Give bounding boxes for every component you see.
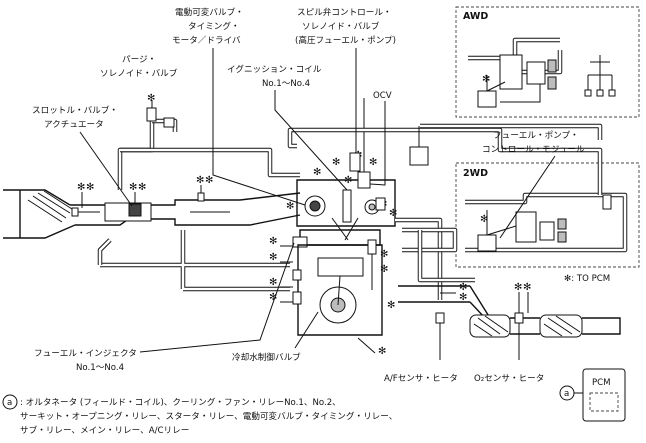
intake-sensor-2 <box>197 192 205 202</box>
svg-text:✻: ✻ <box>459 282 467 293</box>
purge-valve-label-1: パージ・ <box>122 54 156 65</box>
svg-text:✻: ✻ <box>344 175 352 186</box>
pcm-box <box>582 368 626 422</box>
injector-label-2: No.1〜No.4 <box>76 363 124 373</box>
injector-label-1: フューエル・インジェクタ <box>34 348 137 359</box>
throttle-body <box>128 203 142 217</box>
fuel-pump-module-label-1: フューエル・ポンプ・ <box>493 130 579 141</box>
footnote: a : オルタネータ (フィールド・コイル)、クーリング・ファン・リレーNo.1… <box>2 394 397 436</box>
svg-text:✻: ✻ <box>205 175 213 186</box>
engine-block <box>292 179 396 336</box>
engine-pcm-marks: ✻ ✻ ✻ ✻ ✻ ✻ ✻ ✻ ✻ ✻ ✻ ✻ ✻ ✻ ✻ ✻ <box>269 150 397 357</box>
ocv-valve <box>357 171 371 189</box>
head-components <box>349 98 386 211</box>
svg-text:✻: ✻ <box>286 201 294 212</box>
callout-labels: 電動可変バルブ・ タイミング・ モータ／ドライバ スピル弁コントロール・ ソレノ… <box>32 6 610 384</box>
purge-valve <box>146 107 157 122</box>
af-sensor-label: A/Fセンサ・ヒータ <box>384 373 458 384</box>
svg-text:✻: ✻ <box>138 182 146 193</box>
fuel-filter <box>409 146 429 166</box>
canister <box>163 117 175 128</box>
svg-text:✻: ✻ <box>269 292 277 303</box>
svg-text:✻: ✻ <box>196 175 204 186</box>
vvt-motor-label-1: 電動可変バルブ・ <box>175 6 244 18</box>
svg-text:✻: ✻ <box>480 214 488 225</box>
twod-pump-assembly: ✻ <box>465 192 628 253</box>
twod-label: 2WD <box>463 168 488 179</box>
fuel-lines <box>287 123 603 195</box>
footnote-line-1: : オルタネータ (フィールド・コイル)、クーリング・ファン・リレーNo.1、N… <box>20 396 341 408</box>
awd-section: AWD ✻ <box>455 6 640 118</box>
to-pcm-legend: ✻: TO PCM <box>564 274 610 284</box>
pcm-unit: PCM a <box>559 368 626 422</box>
o2-sensor-label: O₂センサ・ヒータ <box>474 373 544 384</box>
svg-text:✻: ✻ <box>514 282 522 293</box>
svg-text:✻: ✻ <box>269 252 277 263</box>
o2-sensor <box>514 312 524 324</box>
fuel-pump-module-label-2: コントロール・モジュール <box>482 145 585 155</box>
twod-frame <box>455 162 640 268</box>
awd-label: AWD <box>463 11 488 22</box>
footnote-circle-a <box>2 394 18 410</box>
svg-text:✻: ✻ <box>369 157 377 168</box>
throttle-label-2: アクチュエータ <box>44 119 104 130</box>
svg-text:✻: ✻ <box>332 157 340 168</box>
svg-text:✻: ✻ <box>378 346 386 357</box>
injector-body <box>292 236 308 248</box>
svg-text:✻: ✻ <box>269 236 277 247</box>
svg-text:✻: ✻ <box>77 182 85 193</box>
catalyst-2 <box>539 314 583 338</box>
awd-pump-assembly: ✻ <box>468 37 616 108</box>
svg-text:✻: ✻ <box>389 208 397 219</box>
vvt-motor-label-3: モータ／ドライバ <box>172 35 241 46</box>
engine-lower-block <box>297 244 383 336</box>
intake-pipe: ✻ ✻ ✻ ✻ ✻ ✻ <box>3 175 301 292</box>
svg-text:✻: ✻ <box>482 74 490 85</box>
footnote-line-2: サーキット・オープニング・リレー、スタータ・リレー、電動可変バルブ・タイミング・… <box>20 410 397 422</box>
pcm-label: PCM <box>592 378 611 388</box>
piston <box>317 257 364 277</box>
spill-valve-label-1: スピル弁コントロール・ <box>297 6 392 18</box>
svg-text:✻: ✻ <box>147 93 155 104</box>
ignition-coil-label-1: イグニッション・コイル <box>227 63 322 75</box>
svg-text:✻: ✻ <box>459 292 467 303</box>
svg-text:✻: ✻ <box>86 182 94 193</box>
ignition-coil-label-2: No.1〜No.4 <box>262 79 310 89</box>
awd-frame <box>455 6 640 118</box>
svg-text:a: a <box>564 389 569 399</box>
catalyst-1 <box>469 314 511 338</box>
svg-text:✻: ✻ <box>269 277 277 288</box>
purge-valve-label-2: ソレノイド・バルブ <box>100 67 178 79</box>
af-sensor <box>435 312 445 324</box>
svg-text:✻: ✻ <box>523 282 531 293</box>
footnote-line-3: サブ・リレー、メイン・リレー、A/Cリレー <box>20 424 189 436</box>
svg-text:✻: ✻ <box>380 264 388 275</box>
vvt-motor <box>375 197 386 211</box>
svg-text:a: a <box>7 398 12 408</box>
throttle-label-1: スロットル・バルブ・ <box>32 104 118 116</box>
spill-valve-label-3: (高圧フューエル・ポンプ) <box>295 34 396 46</box>
twod-section: 2WD ✻ <box>455 162 640 268</box>
purge-system: ✻ <box>117 93 300 190</box>
svg-text:✻: ✻ <box>313 167 321 178</box>
vvt-motor-label-2: タイミング・ <box>188 20 240 32</box>
spill-valve <box>349 152 361 172</box>
exhaust-system: ✻ ✻ ✻ ✻ <box>395 217 621 360</box>
svg-text:✻: ✻ <box>387 300 395 311</box>
svg-text:✻: ✻ <box>129 182 137 193</box>
intake-sensor-1 <box>71 207 79 217</box>
spill-valve-label-2: ソレノイド・バルブ <box>302 20 380 32</box>
coolant-valve-label: 冷却水制御バルブ <box>232 351 301 363</box>
spark-plug-coil <box>342 189 352 223</box>
ocv-label: OCV <box>373 91 392 101</box>
svg-text:✻: ✻ <box>380 249 388 260</box>
